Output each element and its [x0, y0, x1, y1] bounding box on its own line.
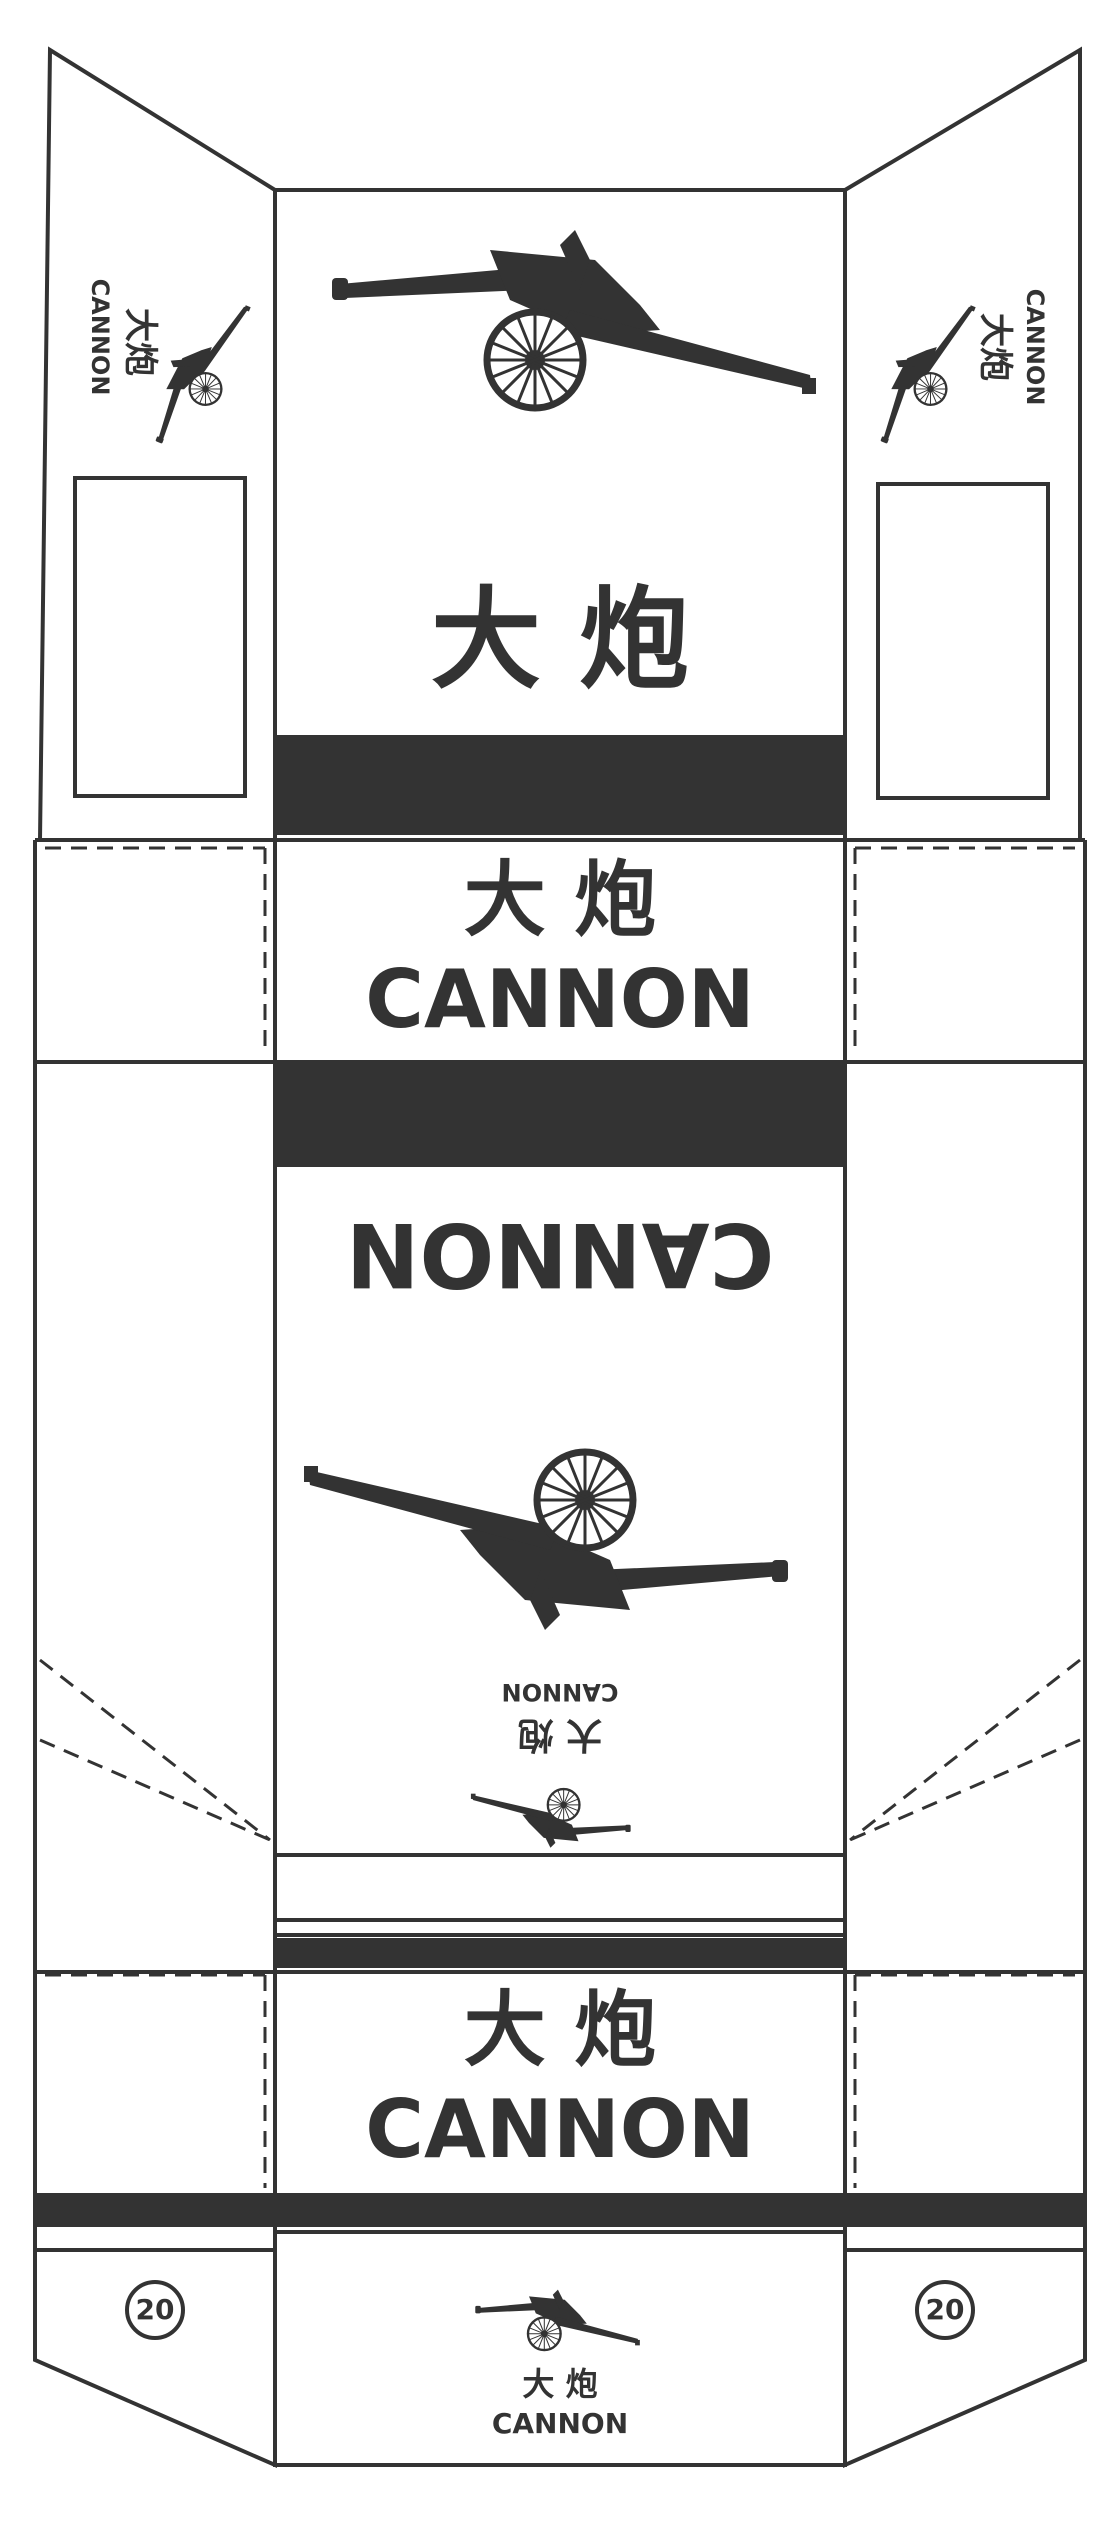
lower-brand-en: CANNON: [365, 2083, 755, 2176]
back-brand-en: CANNON: [345, 1203, 775, 1306]
panel2-brand-en: CANNON: [365, 953, 755, 1046]
cannon-icon-back: [304, 1452, 788, 1630]
back-small-brand-en: CANNON: [501, 1678, 619, 1706]
cannon-icon-back-small: [469, 1787, 632, 1849]
lower-brand-cn: 大 炮: [463, 1983, 657, 2078]
panel2-brand-cn: 大 炮: [463, 853, 657, 948]
bottom-brand-en: CANNON: [491, 2407, 629, 2440]
back-small-brand-cn: 大 炮: [517, 1714, 603, 1755]
cannon-icon-right-flap: [864, 285, 982, 459]
cannon-icon-front: [332, 230, 816, 408]
right-flap-brand-cn: 大炮: [975, 313, 1015, 381]
right-flap-brand-en: CANNON: [1021, 288, 1049, 406]
bottom-brand-cn: 大 炮: [522, 2365, 598, 2403]
cannon-icon-bottom-small: [474, 2288, 642, 2352]
front-brand-cn: 大 炮: [430, 576, 690, 704]
left-flap-brand-en: CANNON: [86, 278, 114, 396]
left-flap-brand-cn: 大炮: [120, 308, 160, 376]
pack-count-right: 20: [925, 2293, 965, 2326]
pack-count-left: 20: [135, 2293, 175, 2326]
